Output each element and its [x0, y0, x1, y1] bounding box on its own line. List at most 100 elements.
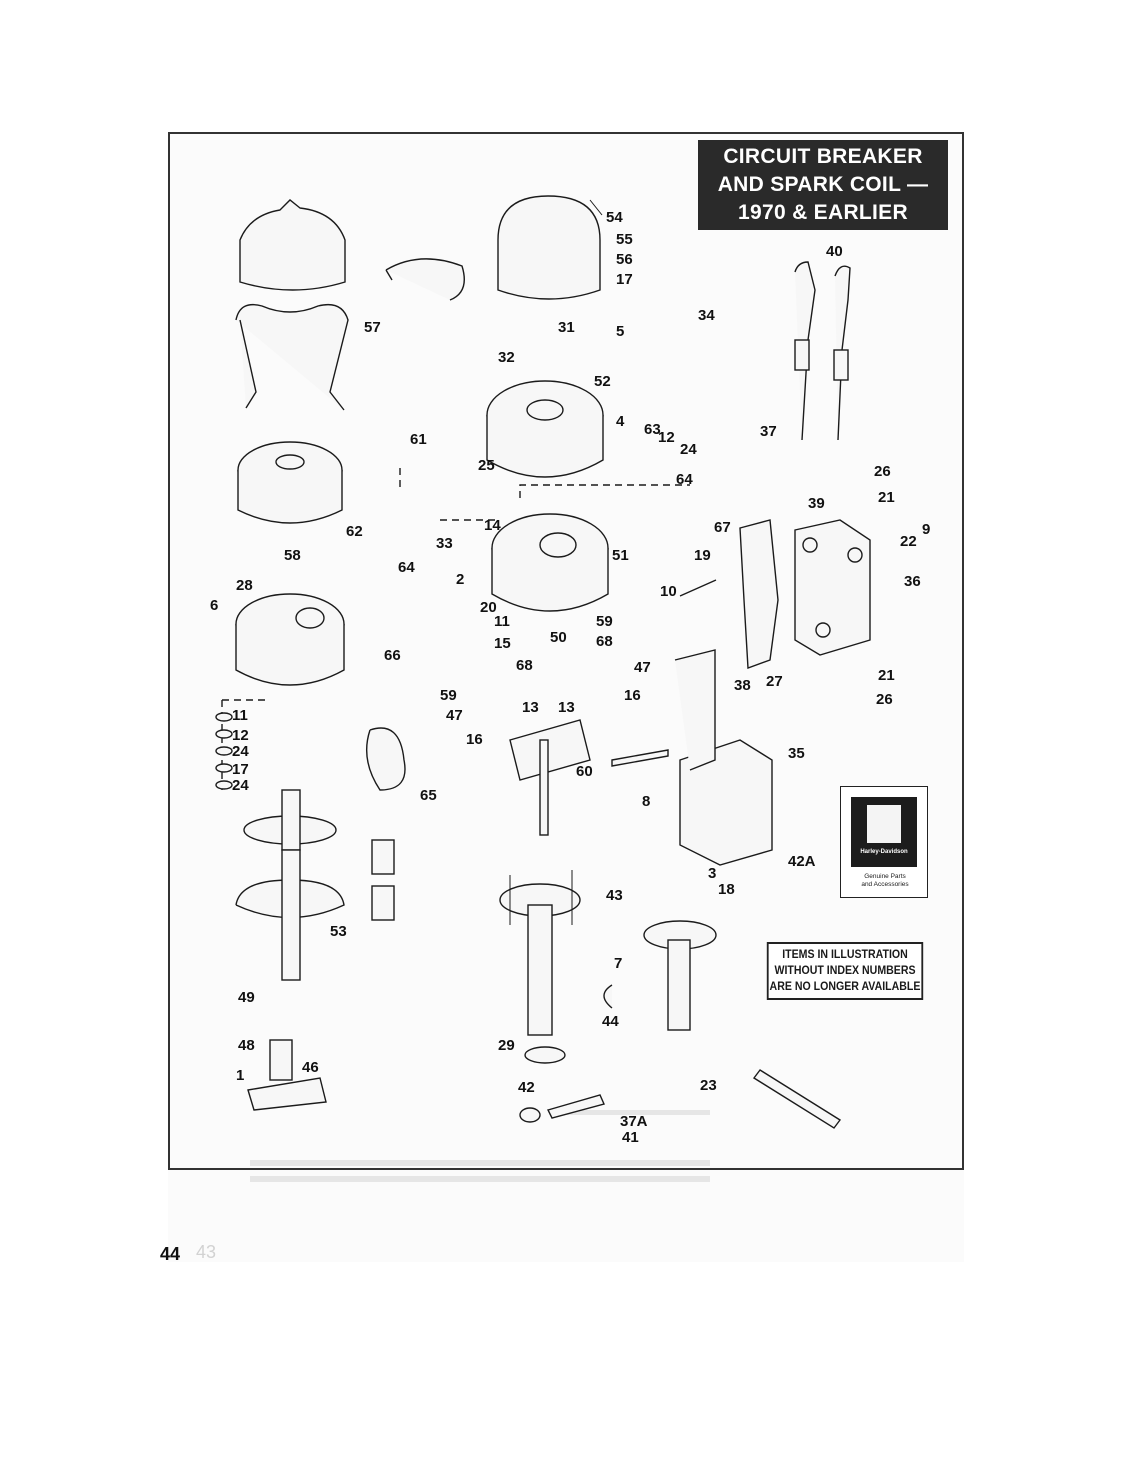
callout-23: 23 — [700, 1077, 717, 1094]
callout-24: 24 — [232, 777, 249, 794]
part-oring-42 — [519, 1107, 541, 1123]
callout-57: 57 — [364, 319, 381, 336]
callout-12: 12 — [658, 429, 675, 446]
notice-line-2: WITHOUT INDEX NUMBERS — [774, 965, 916, 977]
callout-61: 61 — [410, 431, 427, 448]
title-line-3: 1970 & EARLIER — [738, 201, 908, 224]
callout-27: 27 — [766, 673, 783, 690]
callout-28: 28 — [236, 577, 253, 594]
callout-42: 42 — [518, 1079, 535, 1096]
part-ignition-coil-36 — [794, 519, 871, 656]
part-bushing-upper — [371, 839, 395, 875]
part-timer-shaft-53 — [235, 789, 345, 981]
part-plate-46 — [247, 1077, 327, 1111]
callout-36: 36 — [904, 573, 921, 590]
callout-62: 62 — [346, 523, 363, 540]
callout-59: 59 — [596, 613, 613, 630]
callout-20: 20 — [480, 599, 497, 616]
part-bracket-67 — [739, 519, 779, 669]
brand-panel: Harley-Davidson — [851, 797, 917, 867]
callout-54: 54 — [606, 209, 623, 226]
part-housing-lower-left — [235, 593, 345, 686]
callout-12: 12 — [232, 727, 249, 744]
callout-46: 46 — [302, 1059, 319, 1076]
part-spark-plug-cables-40 — [794, 261, 851, 441]
notice-line-3: ARE NO LONGER AVAILABLE — [769, 981, 921, 993]
callout-49: 49 — [238, 989, 255, 1006]
callout-58: 58 — [284, 547, 301, 564]
callout-42a: 42A — [788, 853, 816, 870]
callout-14: 14 — [484, 517, 501, 534]
callout-47: 47 — [634, 659, 651, 676]
callout-24: 24 — [680, 441, 697, 458]
callout-32: 32 — [498, 349, 515, 366]
callout-66: 66 — [384, 647, 401, 664]
callout-68: 68 — [516, 657, 533, 674]
callout-63: 63 — [644, 421, 661, 438]
part-oring-29 — [524, 1046, 566, 1064]
callout-56: 56 — [616, 251, 633, 268]
callout-67: 67 — [714, 519, 731, 536]
harley-davidson-brand-box: Harley-Davidson Genuine Parts and Access… — [840, 786, 928, 898]
callout-6: 6 — [210, 597, 218, 614]
callout-10: 10 — [660, 583, 677, 600]
callout-18: 18 — [718, 881, 735, 898]
callout-35: 35 — [788, 745, 805, 762]
callout-31: 31 — [558, 319, 575, 336]
brand-caption: Genuine Parts and Accessories — [841, 873, 929, 889]
callout-65: 65 — [420, 787, 437, 804]
callout-26: 26 — [874, 463, 891, 480]
part-bushing-lower — [371, 885, 395, 921]
harley-davidson-logo-icon — [867, 805, 901, 843]
callout-21: 21 — [878, 489, 895, 506]
callout-40: 40 — [826, 243, 843, 260]
part-rod-23 — [752, 1069, 842, 1129]
part-ignition-coil-35 — [674, 649, 773, 866]
title-line-2: AND SPARK COIL — — [717, 173, 929, 196]
callout-13: 13 — [558, 699, 575, 716]
part-retainer-clip — [385, 258, 465, 301]
callout-43: 43 — [606, 887, 623, 904]
callout-17: 17 — [616, 271, 633, 288]
part-cover-left — [235, 199, 349, 411]
callout-50: 50 — [550, 629, 567, 646]
callout-51: 51 — [612, 547, 629, 564]
callout-8: 8 — [642, 793, 650, 810]
part-bolt-8 — [611, 749, 669, 767]
callout-25: 25 — [478, 457, 495, 474]
callout-4: 4 — [616, 413, 625, 430]
page-number: 44 — [160, 1244, 181, 1264]
callout-55: 55 — [616, 231, 633, 248]
callout-52: 52 — [594, 373, 611, 390]
brand-caption-line-1: Genuine Parts — [864, 873, 906, 880]
callout-11: 11 — [232, 707, 248, 724]
part-housing-51 — [491, 513, 609, 612]
callout-34: 34 — [698, 307, 715, 324]
callout-48: 48 — [238, 1037, 255, 1054]
callout-64: 64 — [398, 559, 415, 576]
callout-9: 9 — [922, 521, 930, 538]
callout-13: 13 — [522, 699, 539, 716]
callout-1: 1 — [236, 1067, 244, 1084]
part-spark-plug-37A — [546, 1094, 605, 1119]
part-bolt-10 — [679, 579, 717, 597]
callout-19: 19 — [694, 547, 711, 564]
part-cover-54 — [497, 195, 603, 300]
part-spring-65 — [365, 727, 406, 791]
callout-16: 16 — [466, 731, 483, 748]
notice-line-1: ITEMS IN ILLUSTRATION — [782, 949, 908, 961]
callout-24: 24 — [232, 743, 249, 760]
callout-11: 11 — [494, 613, 510, 630]
callout-37a: 37A — [620, 1113, 648, 1130]
title-box: CIRCUIT BREAKER AND SPARK COIL — 1970 & … — [698, 140, 948, 230]
part-washer-stack — [215, 712, 233, 790]
callout-29: 29 — [498, 1037, 515, 1054]
part-timer-base-43 — [499, 870, 581, 1036]
illustration-frame — [168, 132, 964, 1170]
part-timer-base-right — [643, 920, 717, 1031]
callout-26: 26 — [876, 691, 893, 708]
callout-64: 64 — [676, 471, 693, 488]
part-housing-left — [237, 441, 343, 524]
callout-16: 16 — [624, 687, 641, 704]
